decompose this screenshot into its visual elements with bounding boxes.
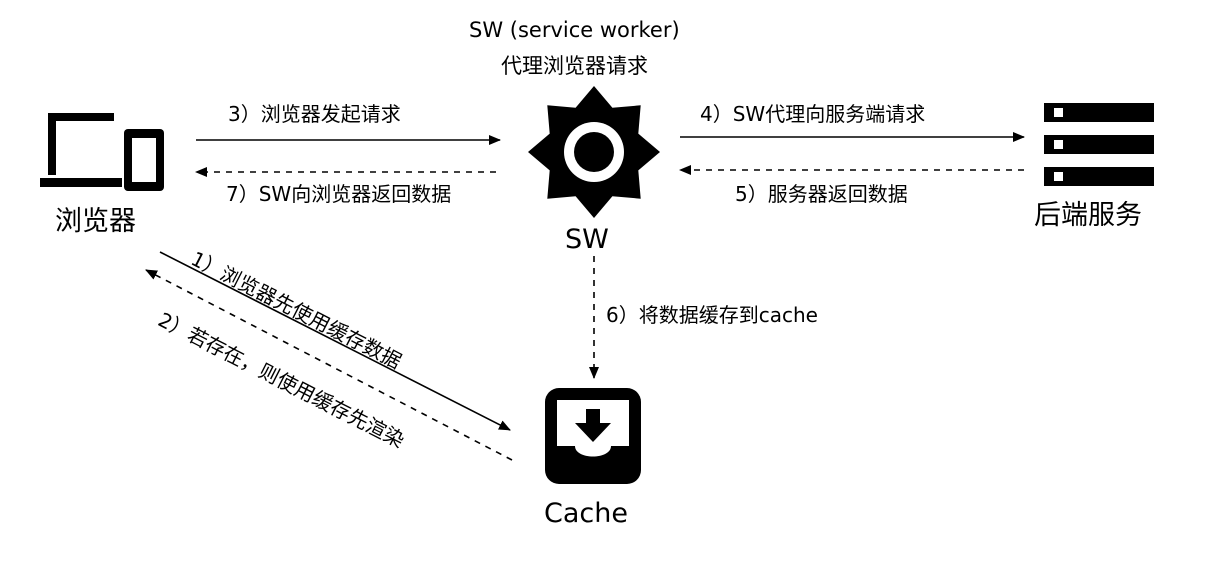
server-stack-icon [1044,103,1154,186]
service-worker-gear-icon [528,86,660,218]
sw-caption-line-1: SW (service worker) [469,18,680,42]
backend-label: 后端服务 [1034,200,1142,231]
laptop-phone-icon [40,113,164,191]
browser-label: 浏览器 [55,206,136,237]
edge-4-label: 4）SW代理向服务端请求 [700,102,926,126]
edge-1-arrow [159,251,511,431]
edge-3-label: 3）浏览器发起请求 [228,102,401,126]
edge-6-label: 6）将数据缓存到cache [606,303,818,327]
download-tray-icon [545,388,641,484]
edge-2-arrow [145,269,513,461]
edge-5-label: 5）服务器返回数据 [735,182,908,206]
sw-label: SW [565,224,609,255]
sw-caption-line-2: 代理浏览器请求 [501,54,648,78]
cache-label: Cache [544,498,628,529]
edge-7-label: 7）SW向浏览器返回数据 [226,182,452,206]
